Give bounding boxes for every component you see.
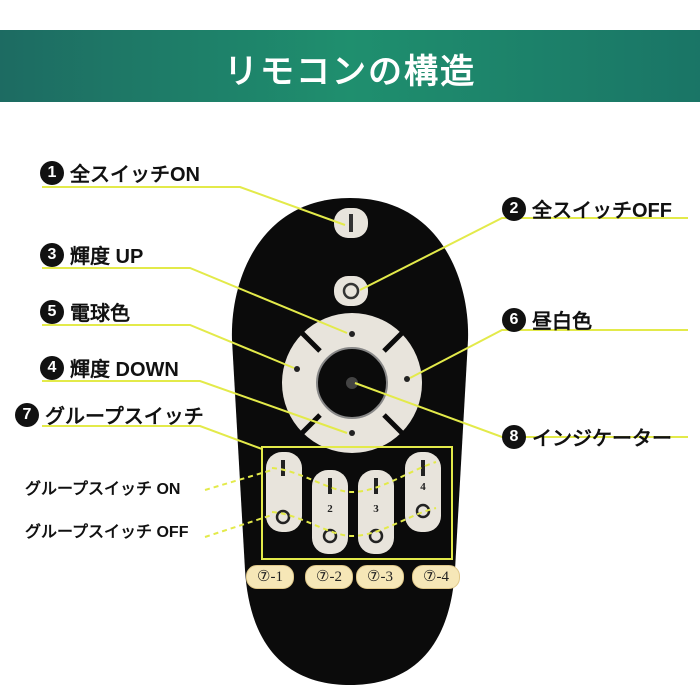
label-number: 7 bbox=[15, 402, 39, 427]
label-all-on: 1 全スイッチON bbox=[40, 158, 200, 187]
group-off-dashed-leader bbox=[204, 514, 273, 538]
label-text: 昼白色 bbox=[532, 311, 592, 333]
brightness-down-dot bbox=[349, 430, 355, 436]
label-number: 6 bbox=[502, 307, 526, 332]
leader-line-3 bbox=[42, 267, 348, 334]
group-tag-3: ⑦-3 bbox=[356, 565, 404, 589]
all-off-button-mark bbox=[342, 282, 360, 300]
label-text: 電球色 bbox=[70, 303, 130, 325]
label-number: 4 bbox=[40, 355, 64, 380]
label-number: 2 bbox=[502, 196, 526, 221]
group-off-curve bbox=[271, 507, 437, 538]
label-text: インジケーター bbox=[532, 428, 672, 450]
label-number: 1 bbox=[40, 160, 64, 185]
page-title: リモコンの構造 bbox=[224, 53, 476, 91]
label-all-off: 2 全スイッチOFF bbox=[502, 194, 672, 223]
brightness-up-dot bbox=[349, 331, 355, 337]
group-button-3 bbox=[358, 470, 394, 554]
label-number: 3 bbox=[40, 242, 64, 267]
warm-color-dot bbox=[294, 366, 300, 372]
leader-line-5 bbox=[42, 324, 295, 369]
label-text: 輝度 UP bbox=[70, 246, 144, 268]
group-tag-2: ⑦-2 bbox=[305, 565, 353, 589]
leader-line-2 bbox=[359, 217, 688, 291]
label-text: 全スイッチON bbox=[70, 164, 200, 186]
label-number: 5 bbox=[40, 299, 64, 324]
label-group-off: グループスイッチ OFF bbox=[25, 524, 189, 541]
label-warm-color: 5 電球色 bbox=[40, 297, 130, 326]
group-on-dashed-leader bbox=[204, 469, 273, 491]
group-button-4 bbox=[405, 452, 441, 532]
group-button-2 bbox=[312, 470, 348, 554]
label-daylight-color: 6 昼白色 bbox=[502, 305, 592, 334]
group-tag-4: ⑦-4 bbox=[412, 565, 460, 589]
header-banner: リモコンの構造 bbox=[0, 30, 700, 102]
label-text: 輝度 DOWN bbox=[70, 359, 179, 381]
label-indicator: 8 インジケーター bbox=[502, 422, 672, 451]
leader-line-1 bbox=[42, 186, 346, 226]
group-button-2-number: 2 bbox=[327, 503, 333, 515]
label-brightness-up: 3 輝度 UP bbox=[40, 240, 143, 269]
label-brightness-down: 4 輝度 DOWN bbox=[40, 353, 179, 382]
all-on-button-mark bbox=[349, 214, 353, 232]
label-number: 8 bbox=[502, 424, 526, 449]
label-text: グループスイッチ bbox=[45, 406, 204, 428]
group-box bbox=[261, 446, 453, 560]
group-on-curve bbox=[271, 461, 437, 494]
leader-line-4 bbox=[42, 380, 348, 434]
all-off-button bbox=[334, 276, 368, 306]
leader-line-6 bbox=[409, 329, 688, 379]
indicator-light bbox=[346, 377, 358, 389]
label-group-on: グループスイッチ ON bbox=[25, 481, 181, 498]
label-text: 全スイッチOFF bbox=[532, 200, 672, 222]
group-tag-1: ⑦-1 bbox=[246, 565, 294, 589]
group-button-3-number: 3 bbox=[373, 503, 379, 515]
leader-line-7 bbox=[42, 425, 263, 450]
group-button-4-number: 4 bbox=[420, 481, 426, 493]
label-group-switch: 7 グループスイッチ bbox=[15, 400, 204, 429]
group-button-1 bbox=[266, 452, 302, 532]
daylight-color-dot bbox=[404, 376, 410, 382]
